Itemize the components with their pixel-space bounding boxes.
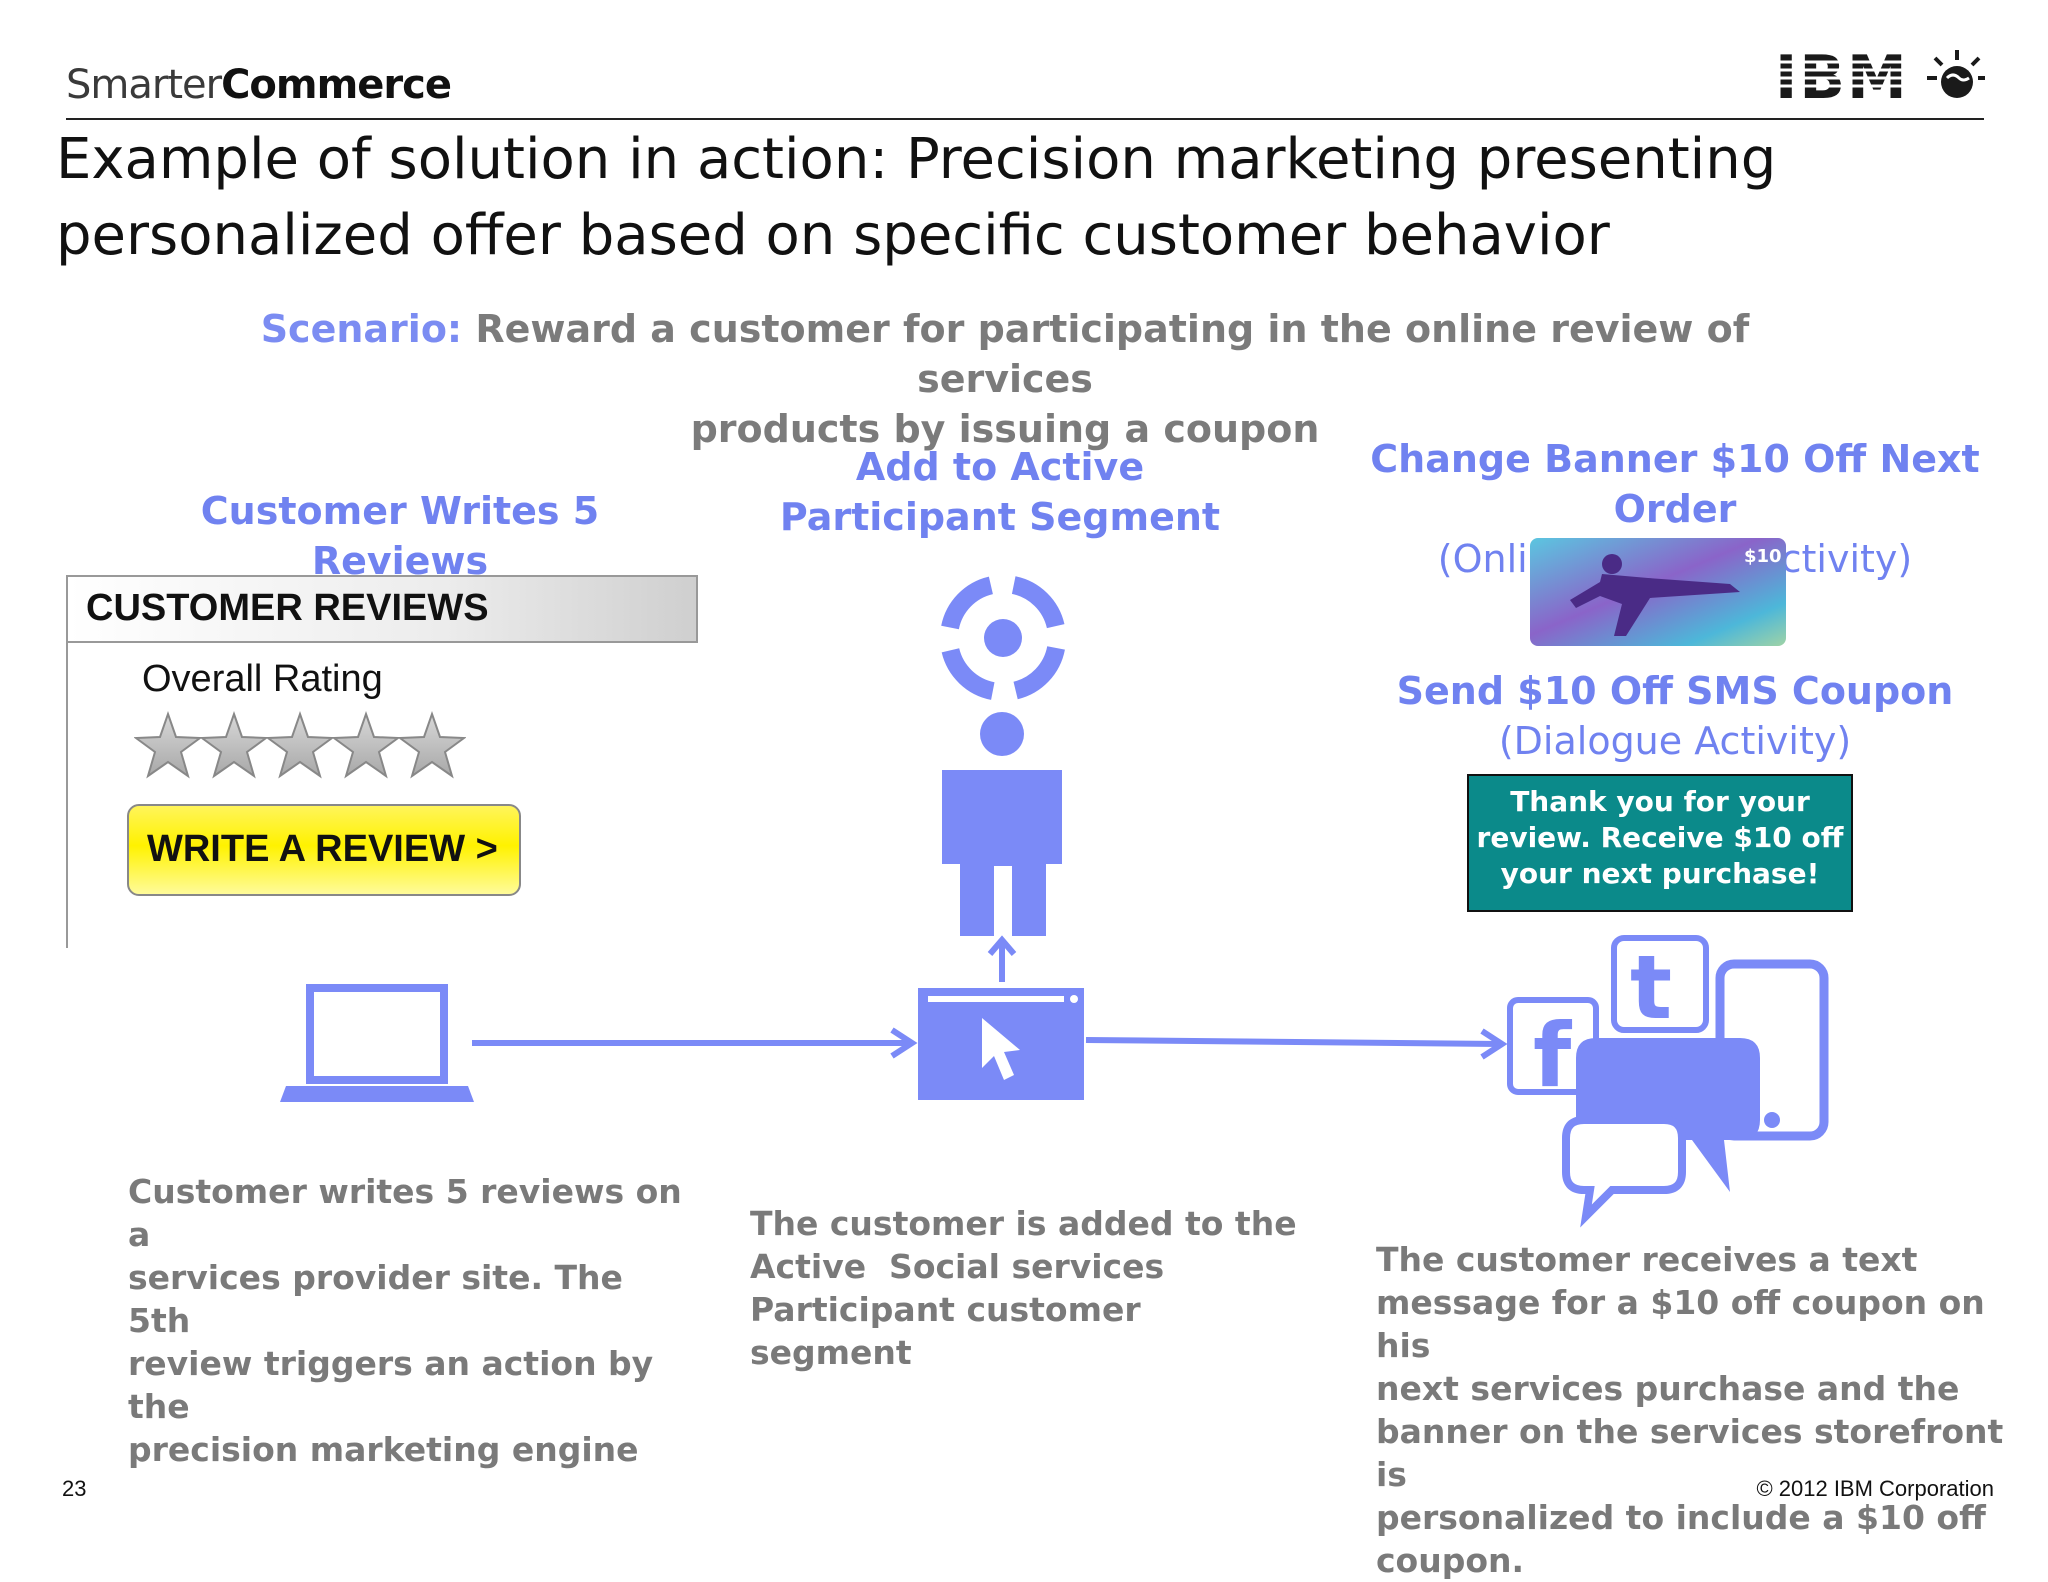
target-center	[984, 619, 1022, 657]
laptop-icon	[280, 984, 474, 1102]
scenario: Scenario: Reward a customer for particip…	[200, 304, 1810, 454]
sms-message-box: Thank you for your review. Receive $10 o…	[1467, 774, 1853, 912]
brand-light: Smarter	[66, 62, 222, 108]
brand-logo: SmarterCommerce	[66, 62, 452, 108]
facebook-icon: f	[1507, 997, 1599, 1107]
col2-desc-line: Participant customer segment	[750, 1290, 1141, 1372]
customer-reviews-header: CUSTOMER REVIEWS	[66, 575, 698, 643]
col1-desc-line: review triggers an action by the	[128, 1344, 654, 1426]
flow-arrow-1	[472, 1027, 918, 1059]
brand-bold: Commerce	[221, 62, 452, 108]
col2-desc-line: Active Social services	[750, 1247, 1165, 1286]
col1-desc-line: services provider site. The 5th	[128, 1258, 623, 1340]
copyright: © 2012 IBM Corporation	[1756, 1476, 1994, 1501]
scenario-label: Scenario:	[260, 307, 463, 351]
flow-arrow-2	[1085, 1028, 1508, 1060]
col3-desc-line: banner on the services storefront is	[1376, 1412, 2004, 1494]
col3-desc-line: personalized to include a $10 off	[1376, 1498, 1986, 1537]
sms-line: Thank you for your	[1510, 785, 1810, 818]
globe-icon	[1927, 50, 1985, 98]
col2-desc-line: The customer is added to the	[750, 1204, 1297, 1243]
col3-description: The customer receives a text message for…	[1376, 1238, 2036, 1582]
col1-desc-line: precision marketing engine	[128, 1430, 639, 1469]
browser-window-icon	[918, 988, 1084, 1100]
chat-bubbles-icon	[1562, 1038, 1760, 1228]
sms-heading-title: Send $10 Off SMS Coupon	[1396, 669, 1954, 713]
customer-reviews-title: CUSTOMER REVIEWS	[86, 587, 489, 629]
col1-description: Customer writes 5 reviews on a services …	[128, 1170, 688, 1471]
write-review-label: WRITE A REVIEW >	[147, 828, 498, 870]
sms-heading-sub: (Dialogue Activity)	[1498, 719, 1852, 763]
svg-text:t: t	[1630, 936, 1672, 1039]
svg-text:f: f	[1533, 1004, 1573, 1107]
banner-badge: $10	[1744, 546, 1782, 567]
twitter-icon: t	[1611, 935, 1709, 1039]
page-title: Example of solution in action: Precision…	[56, 122, 2016, 274]
col3-desc-line: next services purchase and the	[1376, 1369, 1960, 1408]
col2-description: The customer is added to the Active Soci…	[750, 1202, 1310, 1374]
overall-rating-label: Overall Rating	[142, 658, 383, 700]
banner-image: $10	[1530, 538, 1786, 646]
col1-desc-line: Customer writes 5 reviews on a	[128, 1172, 682, 1254]
title-line-2: personalized offer based on specific cus…	[56, 203, 1610, 268]
banner-heading-title: Change Banner $10 Off Next Order	[1370, 437, 1980, 531]
scenario-text-1: Reward a customer for participating in t…	[462, 307, 1750, 401]
reviews-divider	[66, 643, 68, 948]
col2-heading-line-2: Participant Segment	[779, 495, 1221, 539]
flow-diagram: f t	[280, 575, 1829, 1228]
col2-heading: Add to Active Participant Segment	[760, 442, 1240, 542]
sms-line: review. Receive $10 off	[1476, 821, 1844, 854]
runner-figure	[1570, 554, 1740, 636]
col2-heading-line-1: Add to Active	[855, 445, 1145, 489]
sms-line: your next purchase!	[1500, 857, 1820, 890]
title-line-1: Example of solution in action: Precision…	[56, 127, 1777, 192]
write-review-button[interactable]: WRITE A REVIEW >	[127, 804, 521, 896]
person-icon	[942, 712, 1062, 936]
sms-heading: Send $10 Off SMS Coupon (Dialogue Activi…	[1330, 666, 2020, 766]
cursor-icon	[982, 1018, 1020, 1080]
scenario-text-2: products by issuing a coupon	[690, 407, 1320, 451]
ibm-logo: IBM	[1775, 44, 1985, 113]
header-rule	[66, 118, 1984, 120]
col3-desc-line: The customer receives a text	[1376, 1240, 1918, 1279]
col3-desc-line: coupon.	[1376, 1541, 1525, 1580]
col3-desc-line: message for a $10 off coupon on his	[1376, 1283, 1985, 1365]
up-arrow-icon	[987, 935, 1017, 982]
page-number: 23	[62, 1476, 87, 1501]
